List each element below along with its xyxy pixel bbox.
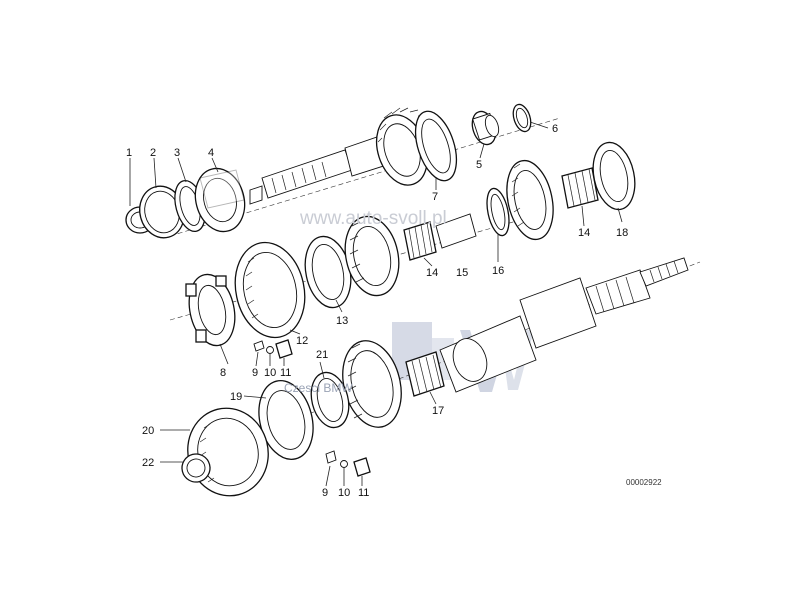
label-part-6: 6: [552, 123, 558, 135]
detent-parts-lower: [325, 450, 371, 477]
label-part-4: 4: [208, 147, 214, 159]
label-part-11-upper: 11: [280, 367, 291, 379]
part-number-labels: 1 2 3 4 5 6 7 8 9 10 11 12 13 14 15 16 1…: [126, 123, 628, 499]
watermark-text: Czesci BMW: [284, 381, 353, 395]
input-bearing-group: [125, 167, 246, 239]
label-part-12: 12: [296, 335, 308, 347]
label-part-7: 7: [432, 191, 438, 203]
label-part-19: 19: [230, 391, 242, 403]
label-part-9-lower: 9: [322, 487, 328, 499]
label-part-9-upper: 9: [252, 367, 258, 379]
label-part-15: 15: [456, 267, 468, 279]
label-part-8: 8: [220, 367, 226, 379]
label-part-22: 22: [142, 457, 154, 469]
label-part-14-right: 14: [578, 227, 590, 239]
input-shaft-assembly: [169, 103, 561, 237]
label-part-10-lower: 10: [338, 487, 350, 499]
label-part-20: 20: [142, 425, 154, 437]
label-part-18: 18: [616, 227, 628, 239]
watermark-url: www.auto-svoll.pl: [299, 208, 447, 229]
label-part-13: 13: [336, 315, 348, 327]
label-part-3: 3: [174, 147, 180, 159]
label-part-10-upper: 10: [264, 367, 276, 379]
detent-parts-upper: [253, 339, 293, 359]
leader-lines: [129, 121, 623, 487]
label-part-1: 1: [126, 147, 132, 159]
label-part-2: 2: [150, 147, 156, 159]
label-part-14-left: 14: [426, 267, 438, 279]
label-part-17: 17: [432, 405, 444, 417]
label-part-11-lower: 11: [358, 487, 369, 499]
main-shaft-assembly: [181, 257, 701, 497]
synchro-assembly-upper: [169, 141, 636, 347]
label-part-16: 16: [492, 265, 504, 277]
label-part-5: 5: [476, 159, 482, 171]
label-part-21: 21: [316, 349, 328, 361]
drawing-code: 00002922: [626, 478, 662, 487]
